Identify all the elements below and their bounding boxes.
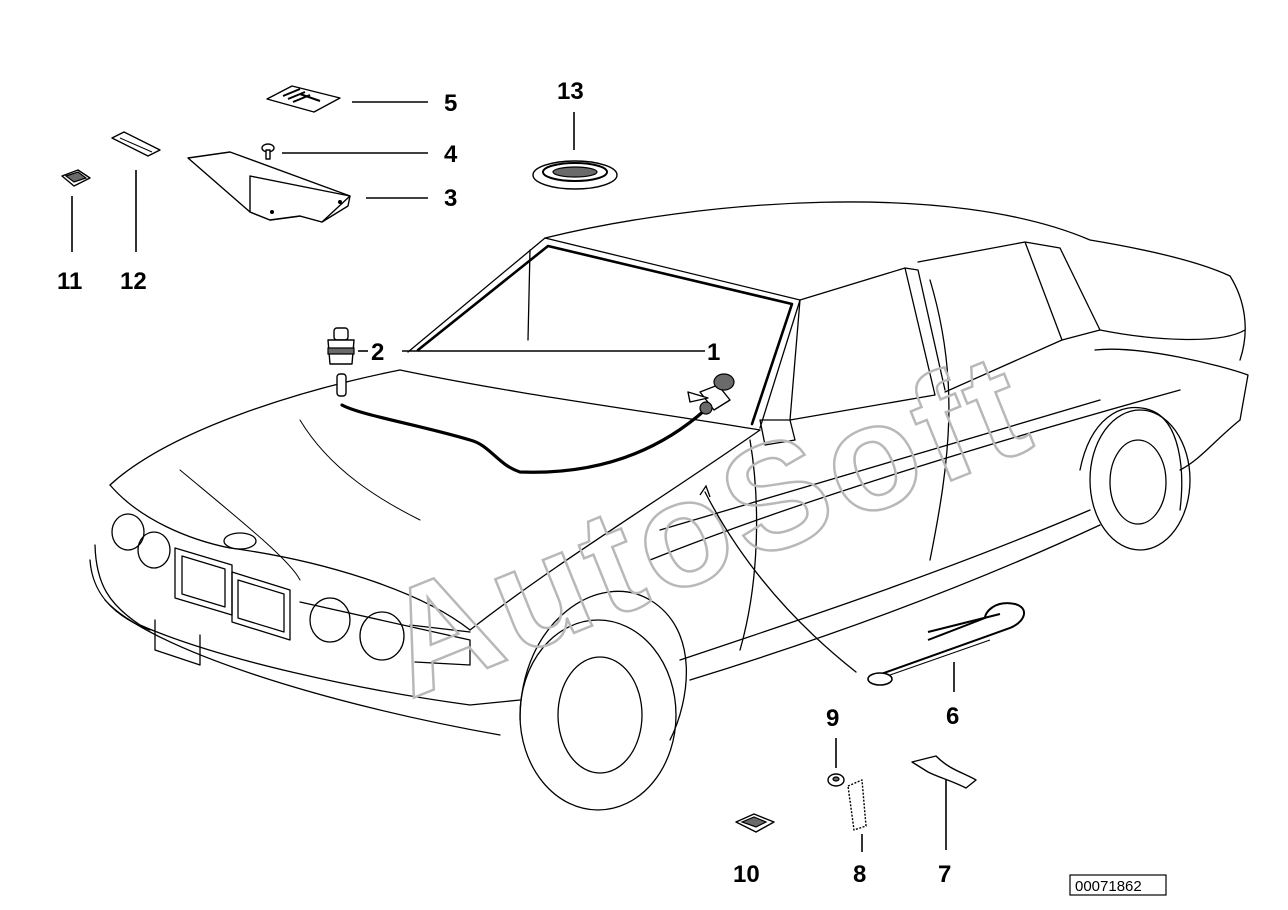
part-6-hose-bracket	[867, 602, 1025, 686]
part-3-cover-panel	[187, 151, 351, 223]
reference-number: 00071862	[1075, 878, 1142, 895]
part-10-clip	[735, 813, 775, 833]
leader-lines	[71, 101, 955, 852]
callout-13: 13	[557, 78, 584, 105]
callout-3: 3	[444, 185, 457, 212]
part-1-washer-jet	[687, 373, 735, 415]
callout-10: 10	[733, 861, 760, 888]
car-illustration	[89, 201, 1249, 811]
callout-5: 5	[444, 90, 457, 117]
callout-8: 8	[853, 861, 866, 888]
reference-number-box: 00071862	[1069, 874, 1167, 896]
watermark-text: AutoSoft	[359, 318, 1053, 729]
part-11-clip	[61, 169, 91, 187]
part-4-screw	[261, 143, 275, 160]
callout-6: 6	[946, 703, 959, 730]
part-6-pointer-line	[704, 491, 857, 673]
part-12-strip	[111, 131, 161, 157]
washer-hose	[340, 403, 707, 474]
callout-11: 11	[57, 268, 82, 295]
part-2-nozzle	[327, 327, 355, 397]
callout-labels: 1 2 3 4 5 6 7 8 9 10 11 12 13	[57, 78, 959, 888]
part-7-seal	[911, 755, 977, 789]
part-13-grommet	[532, 160, 618, 190]
part-9-nut	[827, 773, 845, 787]
callout-4: 4	[444, 141, 458, 168]
part-8-strip	[847, 779, 867, 831]
callout-7: 7	[938, 861, 951, 888]
callout-12: 12	[120, 268, 147, 295]
callout-1: 1	[707, 339, 720, 366]
callout-2: 2	[371, 339, 384, 366]
part-5-label	[266, 85, 341, 113]
callout-9: 9	[826, 705, 839, 732]
